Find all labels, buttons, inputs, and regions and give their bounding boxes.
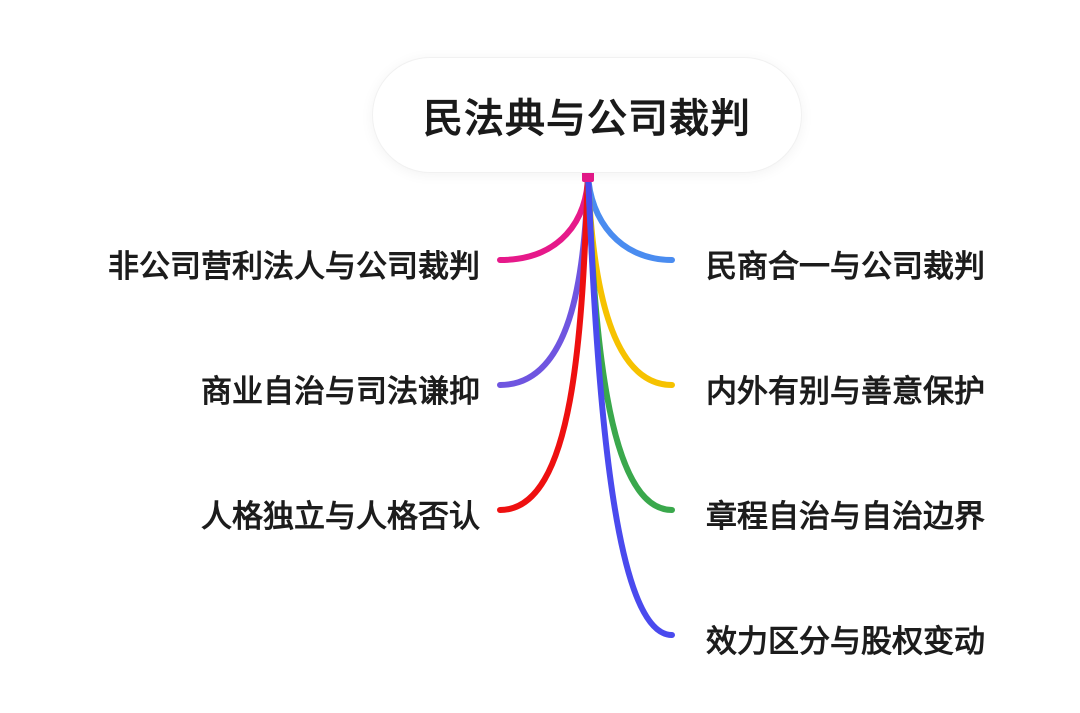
branch-label-right-2[interactable]: 内外有别与善意保护 xyxy=(706,374,985,410)
branch-line-right-1 xyxy=(585,171,675,263)
branch-label-left-2[interactable]: 商业自治与司法谦抑 xyxy=(201,374,480,410)
root-title: 民法典与公司裁判 xyxy=(423,96,751,142)
branch-label-right-1[interactable]: 民商合一与公司裁判 xyxy=(706,249,985,285)
branch-label-right-4[interactable]: 效力区分与股权变动 xyxy=(706,624,985,660)
branch-label-left-1[interactable]: 非公司营利法人与公司裁判 xyxy=(108,249,480,285)
branch-line-left-3 xyxy=(497,171,591,513)
branch-line-left-1 xyxy=(497,171,591,263)
branch-label-left-3[interactable]: 人格独立与人格否认 xyxy=(201,499,480,535)
root-stem xyxy=(582,170,594,182)
branch-label-right-3[interactable]: 章程自治与自治边界 xyxy=(706,499,985,535)
branch-line-right-4 xyxy=(585,171,675,638)
root-node[interactable]: 民法典与公司裁判 xyxy=(373,58,801,172)
